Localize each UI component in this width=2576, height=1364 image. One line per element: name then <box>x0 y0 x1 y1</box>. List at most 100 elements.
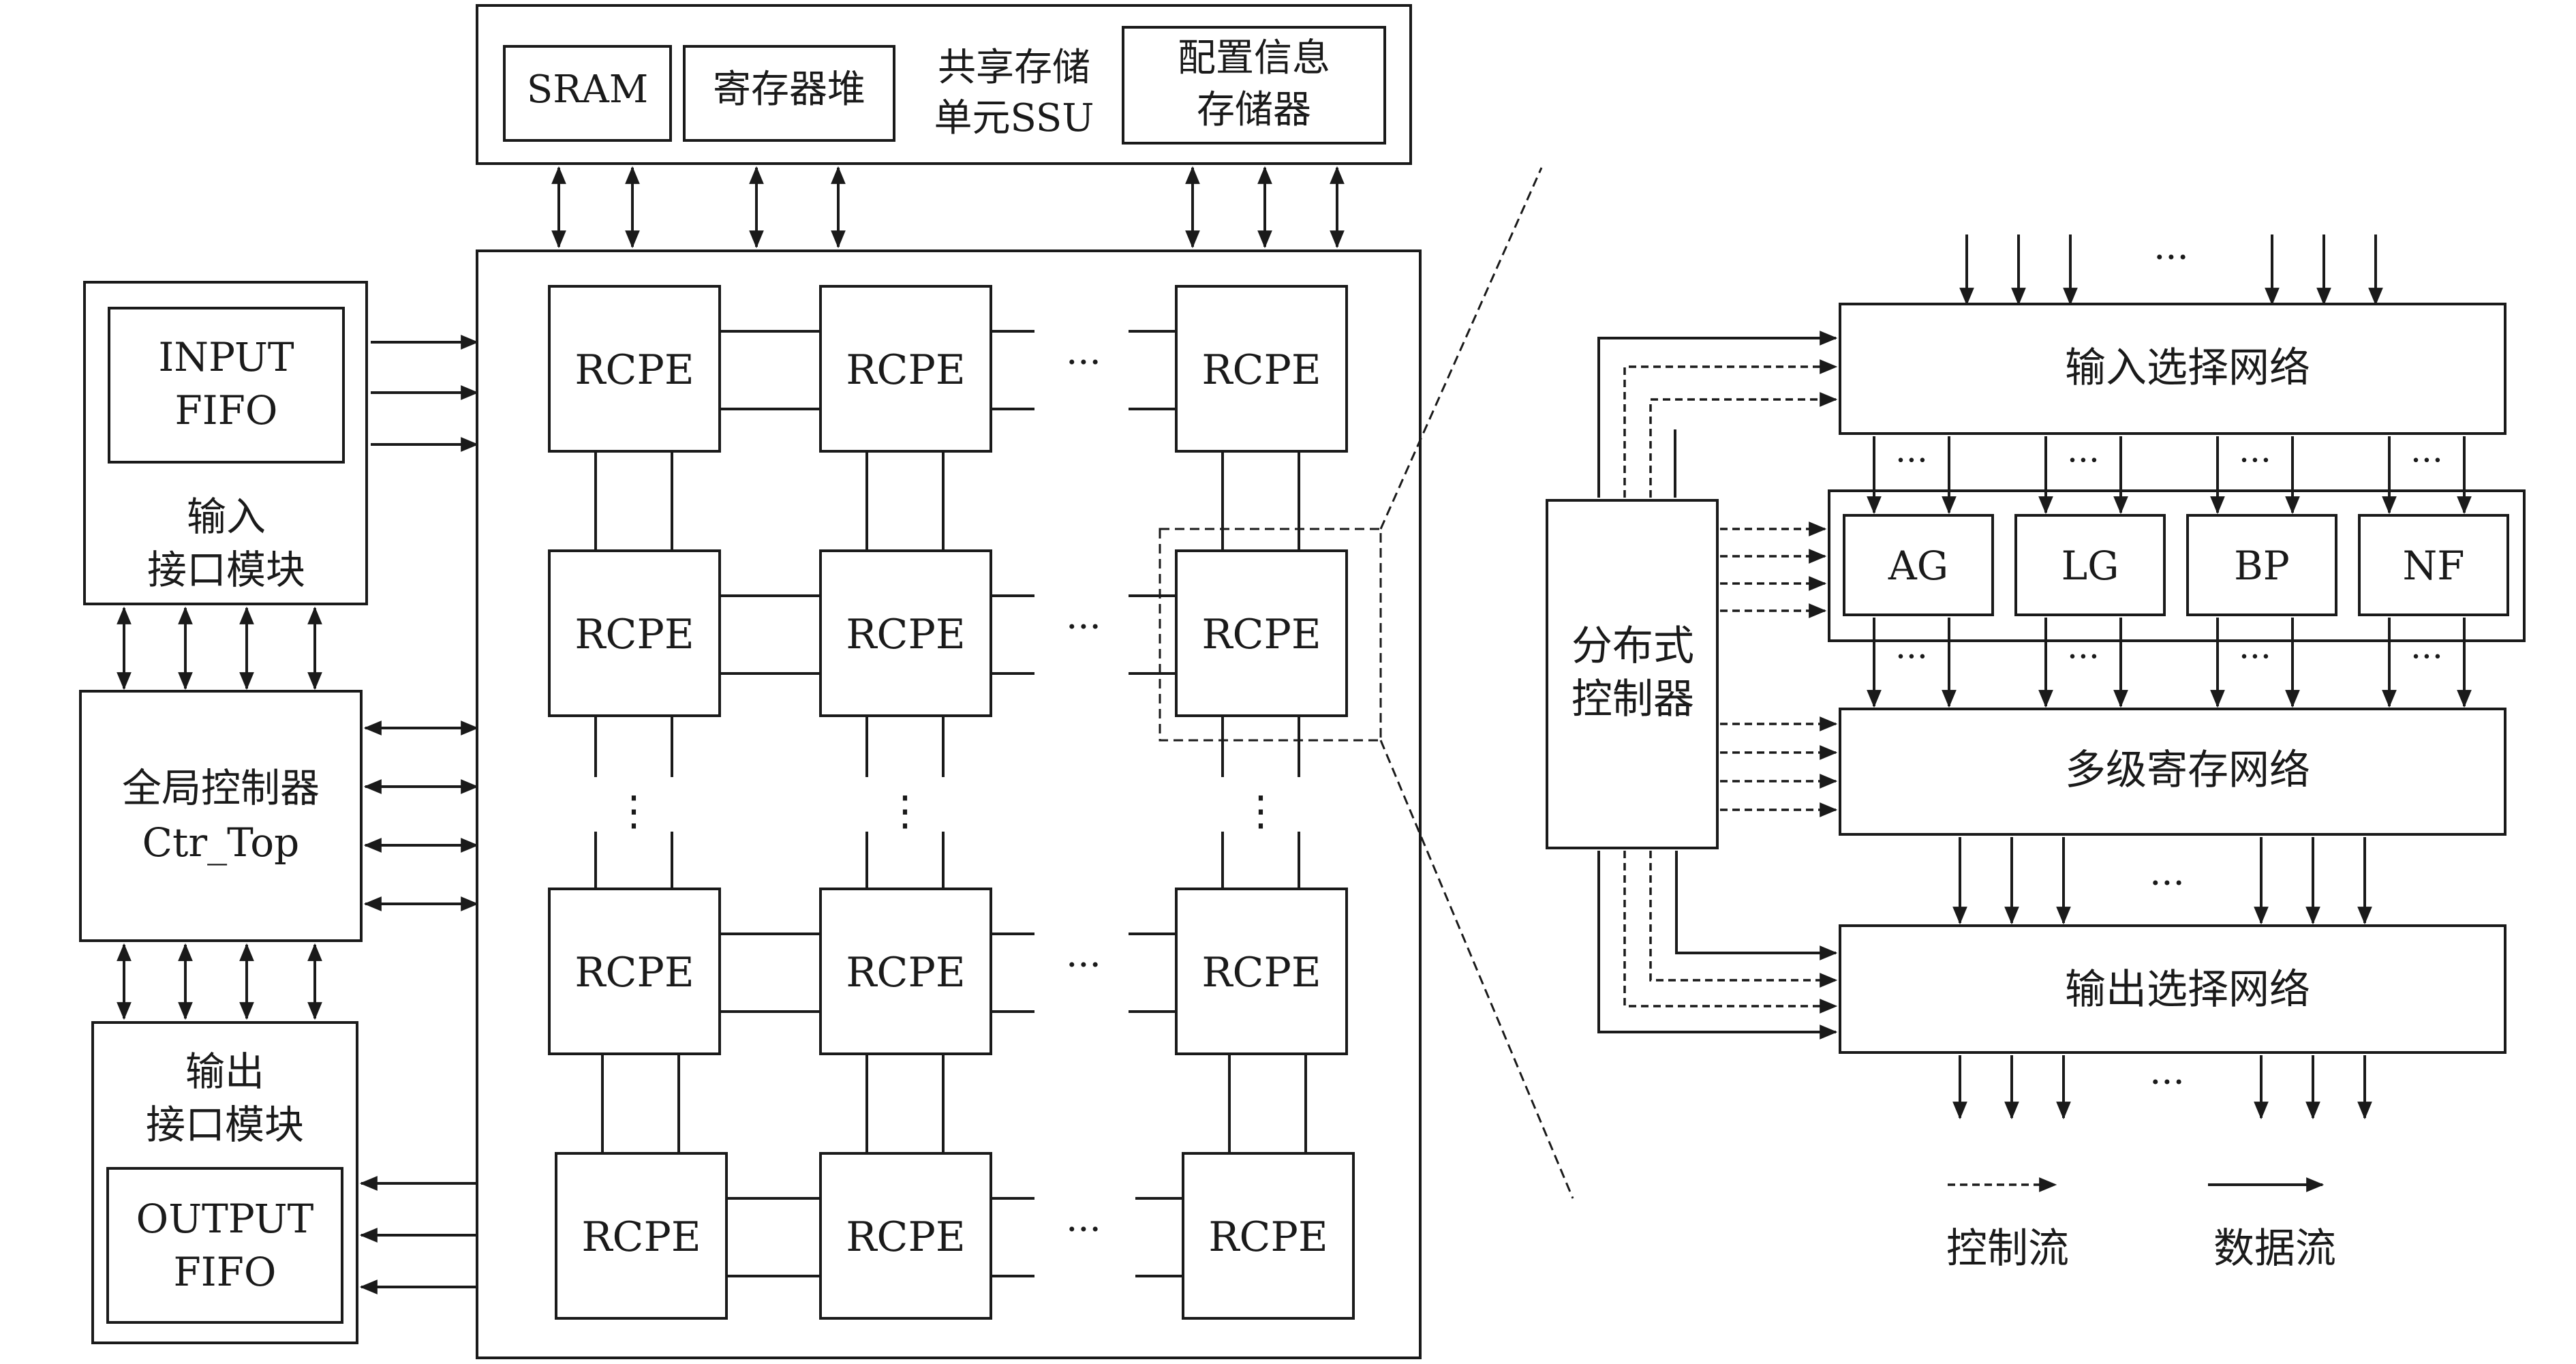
output-select-network-label: 输出选择网络 <box>2065 966 2310 1014</box>
rcpe-label: RCPE <box>1208 1213 1328 1261</box>
zoom-line-top <box>1379 167 1543 530</box>
rcpe-label: RCPE <box>574 346 694 394</box>
arrow <box>1597 851 1838 1040</box>
rcpe-box <box>819 1152 992 1320</box>
distributed-controller-line2: 控制器 <box>1571 676 1694 723</box>
input-net-arrows: ··· <box>1959 234 2383 306</box>
rcpe-box <box>819 549 992 717</box>
input-ctrl-links <box>117 606 322 691</box>
rcpe-label: RCPE <box>574 611 694 658</box>
input-fifo-line1: INPUT <box>158 334 294 380</box>
register-file-box <box>683 45 895 142</box>
output-fifo-line1: OUTPUT <box>136 1196 314 1242</box>
legend-data-flow-label: 数据流 <box>2213 1225 2336 1273</box>
ctrl-array-links <box>363 721 479 911</box>
config-memory-line1: 配置信息 <box>1178 36 1330 80</box>
input-select-network-box <box>1839 303 2506 435</box>
rcpe-label: RCPE <box>581 1213 701 1261</box>
functional-unit-lg <box>2014 514 2166 616</box>
rcpe-box <box>819 285 992 453</box>
control-arrow <box>1649 851 1838 988</box>
input-fifo-line2: FIFO <box>175 387 278 434</box>
rcpe-label: RCPE <box>846 949 965 997</box>
functional-unit-bp <box>2186 514 2337 616</box>
arrow <box>1675 851 1838 960</box>
global-controller-frame <box>79 690 363 942</box>
rcpe-label: RCPE <box>1201 949 1321 997</box>
ssu-label-line2: 单元SSU <box>934 96 1094 140</box>
multi-level-register-network-box <box>1839 708 2506 836</box>
distributed-controller-box <box>1546 499 1719 849</box>
ellipsis-horizontal: ··· <box>1066 943 1101 986</box>
input-fifo-box <box>108 307 345 464</box>
shared-storage-unit: SRAM 寄存器堆 共享存储 单元SSU 配置信息 存储器 <box>476 4 1412 165</box>
rcpe-box <box>548 888 721 1055</box>
ellipsis: ··· <box>2239 637 2271 676</box>
rcpe-box <box>819 888 992 1055</box>
rcpe-box <box>548 285 721 453</box>
rcpe-label: RCPE <box>1201 611 1321 658</box>
control-arrow <box>1649 392 1838 498</box>
controller-data-lines <box>1597 331 1838 1040</box>
ssu-array-links <box>551 166 1345 249</box>
config-memory-box <box>1122 26 1386 145</box>
rcpe-box <box>1175 549 1348 717</box>
sram-label: SRAM <box>527 67 648 112</box>
output-fifo-box <box>106 1167 343 1324</box>
output-fifo-line2: FIFO <box>174 1249 277 1295</box>
ctrl-output-links <box>117 943 322 1020</box>
legend: 控制流 数据流 <box>1946 1177 2336 1273</box>
legend-control-flow-label: 控制流 <box>1946 1225 2069 1273</box>
rcpe-label: RCPE <box>846 611 965 658</box>
multi-level-register-network-label: 多级寄存网络 <box>2065 746 2310 794</box>
arrow <box>1597 331 1838 498</box>
zoom-indicator <box>1159 167 1574 1199</box>
ssu-label-line1: 共享存储 <box>938 46 1090 90</box>
output-module-label-line2: 接口模块 <box>146 1102 304 1148</box>
ellipsis: ··· <box>1895 637 1928 676</box>
sram-box <box>503 45 672 142</box>
control-arrow <box>1623 851 1838 1014</box>
ellipsis: ··· <box>2410 440 2443 480</box>
ellipsis: ··· <box>2149 1061 2185 1104</box>
functional-units: AG······LG······BP······NF······ <box>1843 436 2509 708</box>
ellipsis: ··· <box>2067 637 2100 676</box>
rcpe-grid: RCPE RCPE RCPE ··· RCPE RCPE RCPE ··· RCPE RCPE RC… <box>548 285 1355 1320</box>
array-to-output-arrows <box>359 1176 477 1294</box>
rcpe-label: RCPE <box>846 346 965 394</box>
global-controller-line2: Ctr_Top <box>142 819 300 866</box>
register-to-output-arrows: ··· <box>1952 837 2372 925</box>
rcpe-box <box>555 1152 728 1320</box>
output-module-label-line1: 输出 <box>185 1048 264 1095</box>
output-net-arrows: ··· <box>1952 1055 2372 1120</box>
zoom-line-bottom <box>1379 740 1574 1199</box>
rcpe-label: RCPE <box>1201 346 1321 394</box>
ellipsis-vertical: ⋮ <box>885 787 925 835</box>
ellipsis: ··· <box>1895 440 1928 480</box>
control-arrow <box>1623 359 1838 498</box>
ellipsis: ··· <box>2067 440 2100 480</box>
ellipsis-vertical: ⋮ <box>613 787 654 835</box>
global-controller: 全局控制器 Ctr_Top <box>79 690 363 942</box>
functional-unit-label: BP <box>2234 543 2290 589</box>
config-memory-line2: 存储器 <box>1197 88 1311 132</box>
ellipsis: ··· <box>2410 637 2443 676</box>
functional-unit-label: LG <box>2061 543 2119 589</box>
output-interface-module: 输出 接口模块 OUTPUT FIFO <box>91 1021 358 1344</box>
rcpe-box <box>1175 888 1348 1055</box>
ellipsis-vertical: ⋮ <box>1240 787 1281 835</box>
global-controller-line1: 全局控制器 <box>122 765 320 811</box>
input-select-network-label: 输入选择网络 <box>2065 344 2310 392</box>
selected-pe-highlight <box>1159 528 1382 742</box>
ellipsis-horizontal: ··· <box>1066 1208 1101 1251</box>
functional-unit-label: AG <box>1888 543 1948 589</box>
functional-unit-ag <box>1843 514 1994 616</box>
functional-unit-label: NF <box>2403 543 2465 589</box>
control-flow-lines <box>1623 359 1838 1014</box>
rcpe-box <box>1175 285 1348 453</box>
functional-unit-nf <box>2358 514 2509 616</box>
input-to-array-arrows <box>371 335 479 452</box>
input-module-label-line2: 接口模块 <box>147 547 305 593</box>
